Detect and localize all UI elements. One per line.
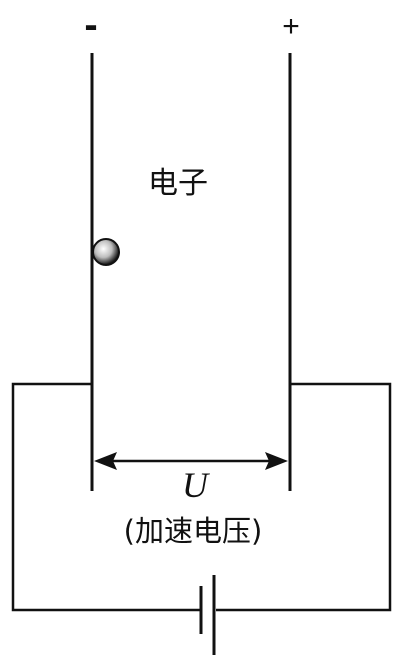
voltage-double-arrow — [94, 452, 288, 470]
voltage-caption: (加速电压) — [124, 514, 263, 548]
circuit-wire-left — [11, 382, 200, 612]
voltage-symbol: U — [182, 465, 210, 505]
electron-particle — [92, 238, 120, 266]
circuit-wire-right — [216, 382, 392, 612]
electron-label: 电子 — [148, 166, 208, 201]
battery-icon — [199, 575, 216, 655]
positive-sign: + — [282, 10, 300, 43]
negative-sign: - — [84, 3, 97, 47]
